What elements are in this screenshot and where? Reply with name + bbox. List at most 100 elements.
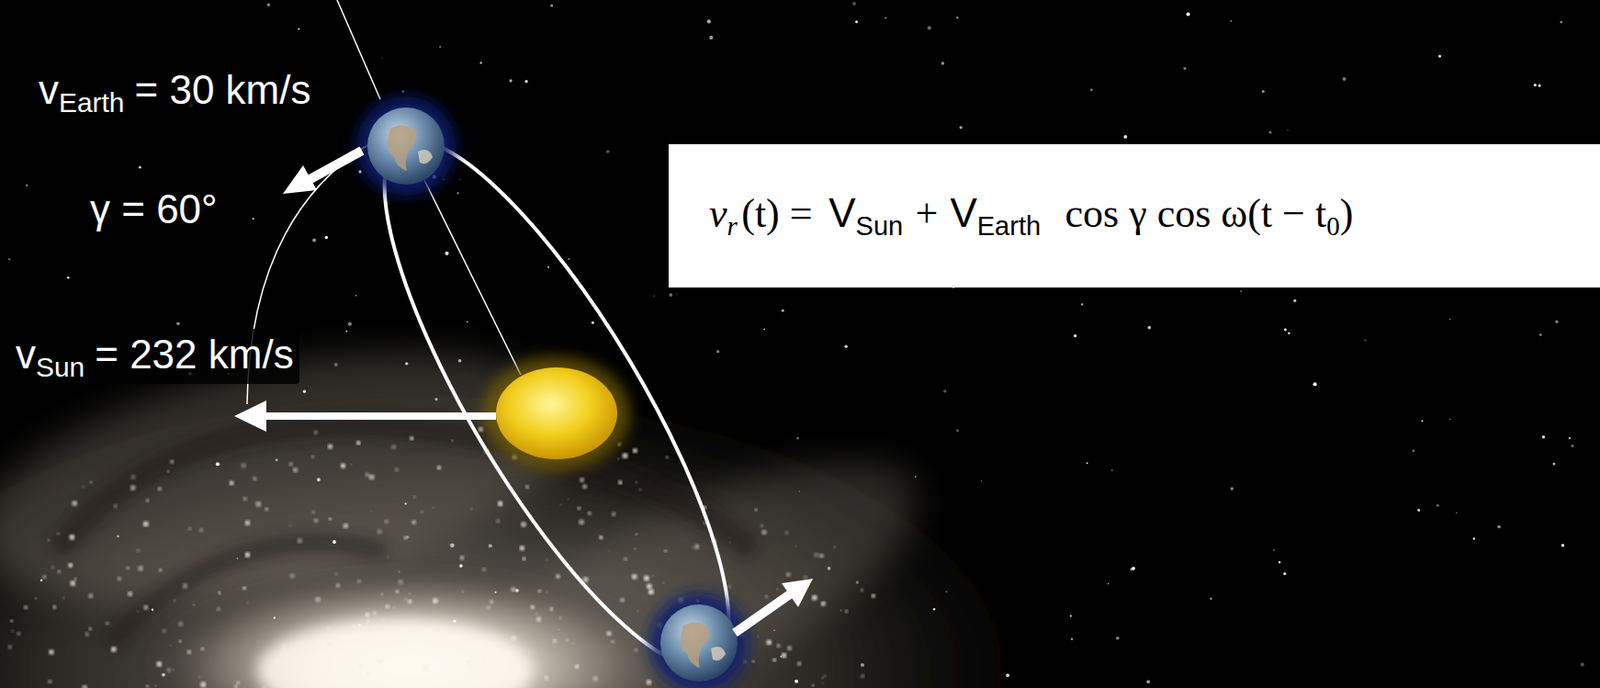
star — [1261, 90, 1265, 93]
galaxy-star — [245, 552, 251, 558]
star — [1559, 21, 1563, 24]
earth — [356, 96, 456, 196]
galaxy-star — [188, 527, 192, 530]
galaxy-star — [342, 523, 349, 530]
galaxy-star — [579, 477, 584, 482]
galaxy-star — [192, 604, 195, 607]
galaxy-star — [326, 642, 332, 647]
formula: vr(t) =VSun+VEarthcos γ cos ω(t − t0) — [709, 190, 1353, 242]
galaxy-star — [146, 684, 149, 688]
galaxy — [0, 306, 1093, 688]
star — [1538, 84, 1542, 88]
galaxy-star — [662, 582, 665, 585]
galaxy-star — [265, 507, 269, 510]
galaxy-star — [821, 676, 823, 679]
galaxy-star — [691, 546, 695, 550]
galaxy-star — [314, 430, 319, 436]
earth — [649, 593, 749, 688]
galaxy-star — [729, 541, 732, 544]
galaxy-star — [393, 606, 395, 609]
galaxy-star — [606, 630, 611, 636]
galaxy-star — [766, 639, 773, 645]
galaxy-star — [833, 545, 835, 548]
star — [267, 2, 271, 7]
galaxy-star — [702, 521, 706, 525]
star — [668, 292, 673, 297]
star — [8, 258, 11, 260]
star — [459, 563, 463, 568]
galaxy-star — [143, 521, 149, 528]
galaxy-star — [861, 674, 866, 678]
formula-term: + — [914, 191, 938, 237]
galaxy-star — [391, 444, 396, 450]
galaxy-star — [407, 598, 412, 603]
galaxy-star — [157, 661, 163, 667]
star — [452, 619, 456, 623]
galaxy-star — [858, 676, 861, 678]
galaxy-star — [821, 601, 826, 607]
galaxy-star — [366, 619, 371, 624]
galaxy-star — [634, 648, 639, 653]
star — [1533, 83, 1537, 87]
star — [1186, 11, 1191, 16]
galaxy-star — [756, 635, 759, 638]
galaxy-star — [450, 439, 453, 442]
formula-box: vr(t) =VSun+VEarthcos γ cos ω(t − t0) — [668, 144, 1600, 288]
star — [796, 436, 800, 440]
galaxy-star — [813, 552, 819, 558]
star — [275, 458, 279, 462]
galaxy-star — [127, 591, 134, 598]
galaxy-star — [860, 588, 865, 593]
star — [959, 125, 963, 129]
galaxy-star — [131, 474, 136, 480]
star — [456, 191, 460, 195]
galaxy-star — [474, 633, 477, 636]
galaxy-star — [395, 589, 400, 594]
formula-term: V — [828, 190, 856, 236]
galaxy-star — [752, 660, 755, 664]
galaxy-star — [335, 573, 339, 576]
star — [1230, 20, 1233, 23]
galaxy-star — [136, 549, 140, 553]
galaxy-star — [245, 519, 251, 526]
star — [794, 679, 799, 684]
galaxy-star — [81, 685, 87, 688]
galaxy-star — [572, 642, 575, 644]
galaxy-star — [137, 565, 144, 572]
galaxy-star — [167, 470, 170, 474]
galaxy-star — [772, 658, 777, 663]
star — [252, 217, 255, 220]
star — [161, 673, 166, 677]
star — [855, 20, 858, 23]
galaxy-star — [246, 601, 248, 604]
star — [591, 321, 595, 325]
galaxy-star — [786, 572, 791, 577]
star — [1580, 662, 1585, 666]
galaxy-star — [432, 597, 439, 604]
galaxy-star — [85, 631, 91, 637]
star — [1230, 486, 1234, 490]
galaxy-star — [478, 427, 484, 432]
galaxy-star — [622, 452, 629, 459]
star — [1278, 561, 1282, 564]
earth-velocity-arrow — [282, 150, 362, 194]
subscript: Sun — [856, 211, 904, 241]
galaxy-star — [635, 532, 638, 535]
galaxy-star — [384, 519, 390, 525]
galaxy-star — [242, 585, 247, 590]
star — [1539, 333, 1542, 336]
galaxy-star — [377, 658, 384, 665]
subscript: Earth — [58, 87, 124, 118]
galaxy-star — [545, 590, 548, 593]
star — [1284, 328, 1287, 332]
galaxy-star — [437, 465, 442, 471]
galaxy-star — [111, 646, 117, 653]
galaxy-star — [461, 590, 464, 593]
galaxy-star — [146, 498, 150, 503]
galaxy-star — [23, 605, 28, 609]
star — [450, 543, 454, 548]
galaxy-star — [89, 627, 92, 631]
star — [781, 309, 785, 313]
galaxy-star — [340, 462, 346, 468]
galaxy-star — [371, 510, 373, 513]
